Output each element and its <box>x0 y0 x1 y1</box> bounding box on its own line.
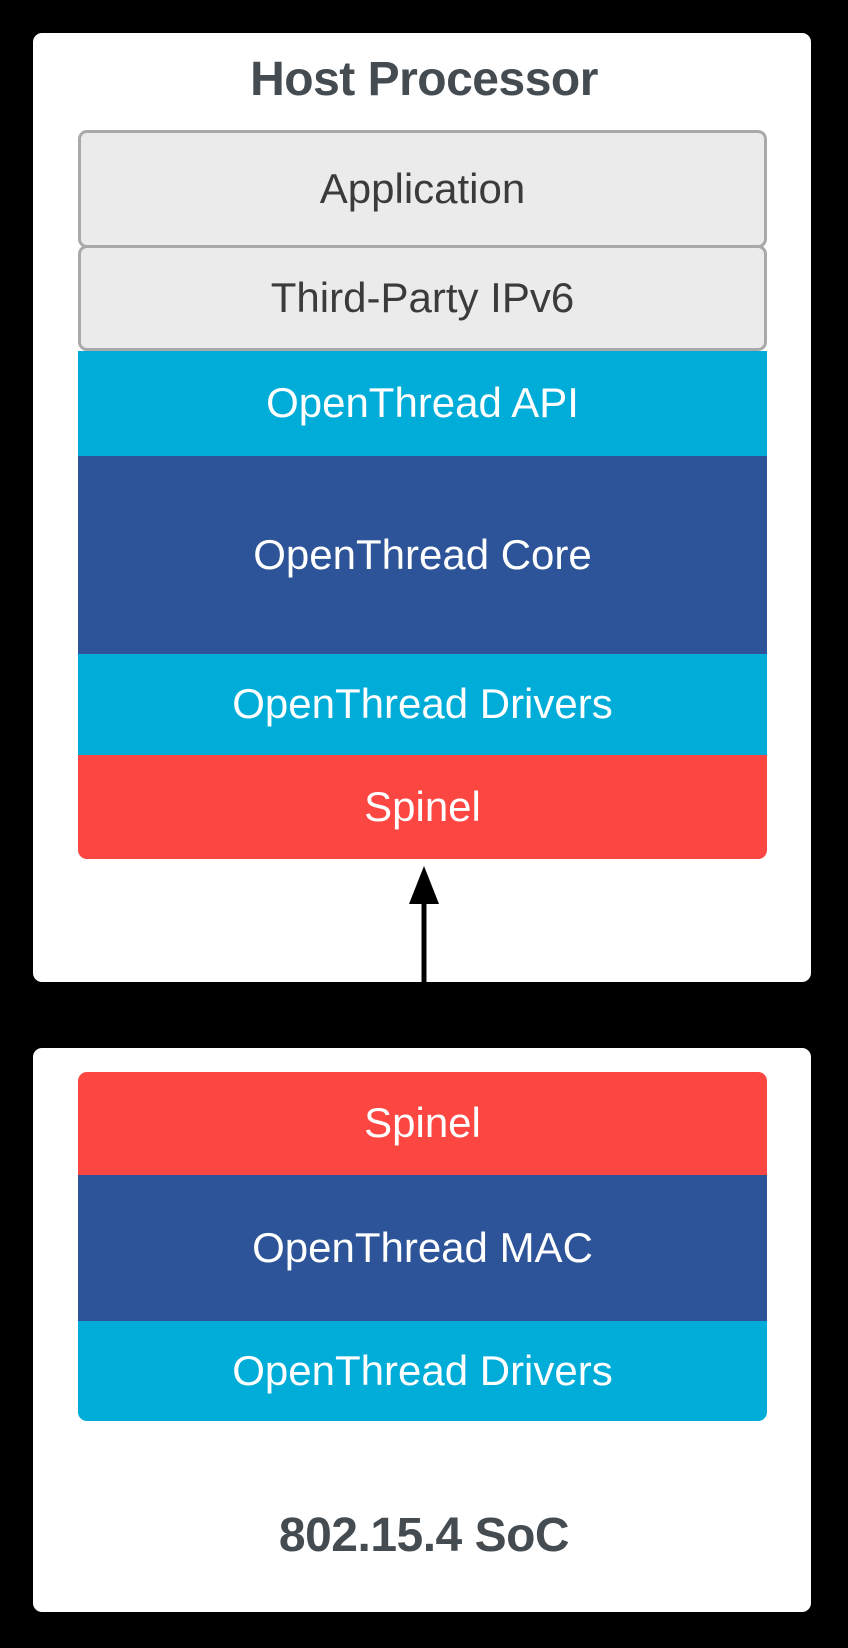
panel-host-processor-title: Host Processor <box>250 53 598 106</box>
layer-openthread-core: OpenThread Core <box>78 456 767 654</box>
layer-spinel-host: Spinel <box>78 755 767 859</box>
layer-openthread-mac: OpenThread MAC <box>78 1175 767 1321</box>
layer-spinel-soc: Spinel <box>78 1072 767 1175</box>
soc-layer-stack: Spinel OpenThread MAC OpenThread Drivers <box>78 1072 767 1421</box>
layer-openthread-drivers-host: OpenThread Drivers <box>78 654 767 755</box>
layer-openthread-mac-label: OpenThread MAC <box>252 1223 593 1271</box>
layer-openthread-core-label: OpenThread Core <box>253 530 592 578</box>
layer-openthread-drivers-soc-label: OpenThread Drivers <box>232 1346 613 1394</box>
layer-openthread-api-label: OpenThread API <box>266 379 579 427</box>
layer-application-label: Application <box>319 164 526 212</box>
layer-third-party-ipv6-label: Third-Party IPv6 <box>270 273 575 321</box>
layer-openthread-drivers-host-label: OpenThread Drivers <box>232 680 613 728</box>
layer-openthread-api: OpenThread API <box>78 351 767 456</box>
host-layer-stack: Application Third-Party IPv6 OpenThread … <box>78 130 767 859</box>
layer-spinel-soc-label: Spinel <box>364 1099 481 1147</box>
layer-openthread-drivers-soc: OpenThread Drivers <box>78 1321 767 1421</box>
layer-third-party-ipv6: Third-Party IPv6 <box>78 245 767 351</box>
layer-application: Application <box>78 130 767 248</box>
layer-spinel-host-label: Spinel <box>364 782 481 830</box>
panel-802-15-4-soc-title: 802.15.4 SoC <box>278 1509 570 1562</box>
